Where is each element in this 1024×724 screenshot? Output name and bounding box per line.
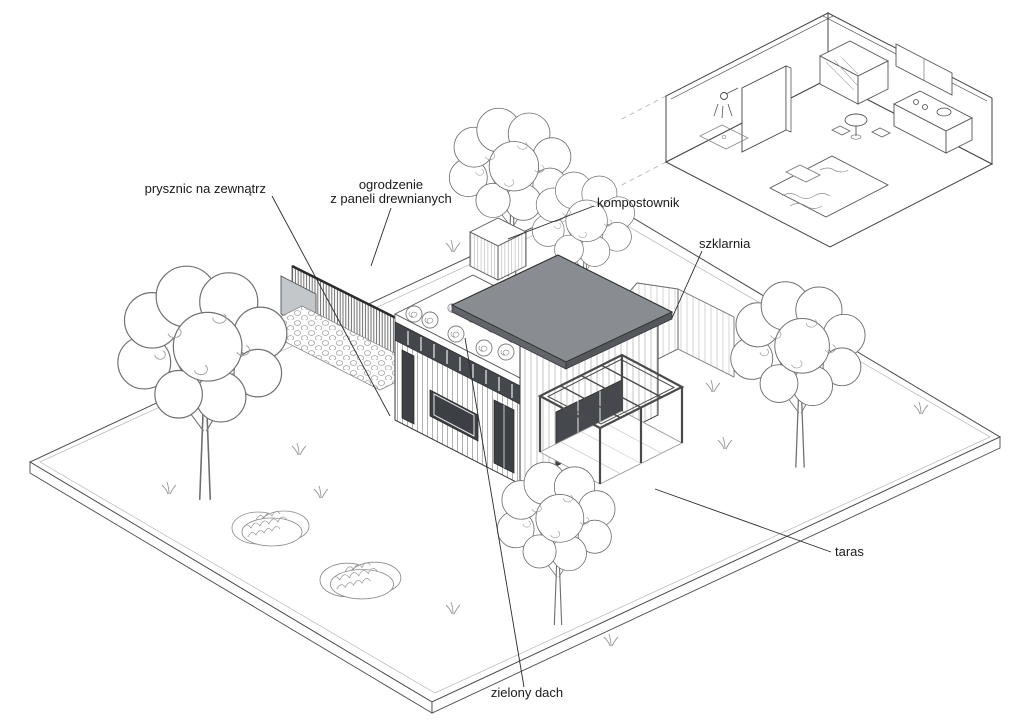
leader-composter [507,205,595,240]
label-terrace: taras [835,544,864,559]
label-composter: kompostownik [597,195,680,210]
chair [871,127,891,138]
pergola-terrace [537,353,685,485]
wardrobe [819,40,889,105]
bed [769,155,889,218]
leader-terrace [654,488,832,553]
leader-green-roof [464,337,525,688]
label-outdoor-shower: prysznic na zewnątrz [145,181,266,196]
interior-inset [617,12,994,248]
leader-outdoor-shower [271,195,391,417]
label-fence-line1: ogrodzenie [359,177,423,192]
cabin-door [401,349,415,425]
cooktop-burner [913,99,919,105]
cooktop-burner [922,104,928,110]
pergola-rafters [560,364,662,419]
shower-tray [699,124,749,150]
label-greenhouse: szklarnia [699,236,751,251]
kitchen-counter [893,43,973,154]
shower [699,65,792,153]
leader-fence [370,207,392,267]
annotations: prysznic na zewnątrz ogrodzenie z paneli… [145,177,865,700]
sink [936,107,952,117]
cabin-entry-door [493,399,515,474]
leader-greenhouse [671,250,703,319]
cabin-window [429,389,479,442]
pergola-posts [538,355,684,484]
shower-head-icon [720,92,728,100]
chair [831,125,851,136]
pillow [785,164,821,183]
label-green-roof: zielony dach [491,685,563,700]
composter [468,217,528,281]
dining-table [831,113,891,140]
cabin-roof [450,254,674,370]
label-fence-line2: z paneli drewnianych [330,191,451,206]
